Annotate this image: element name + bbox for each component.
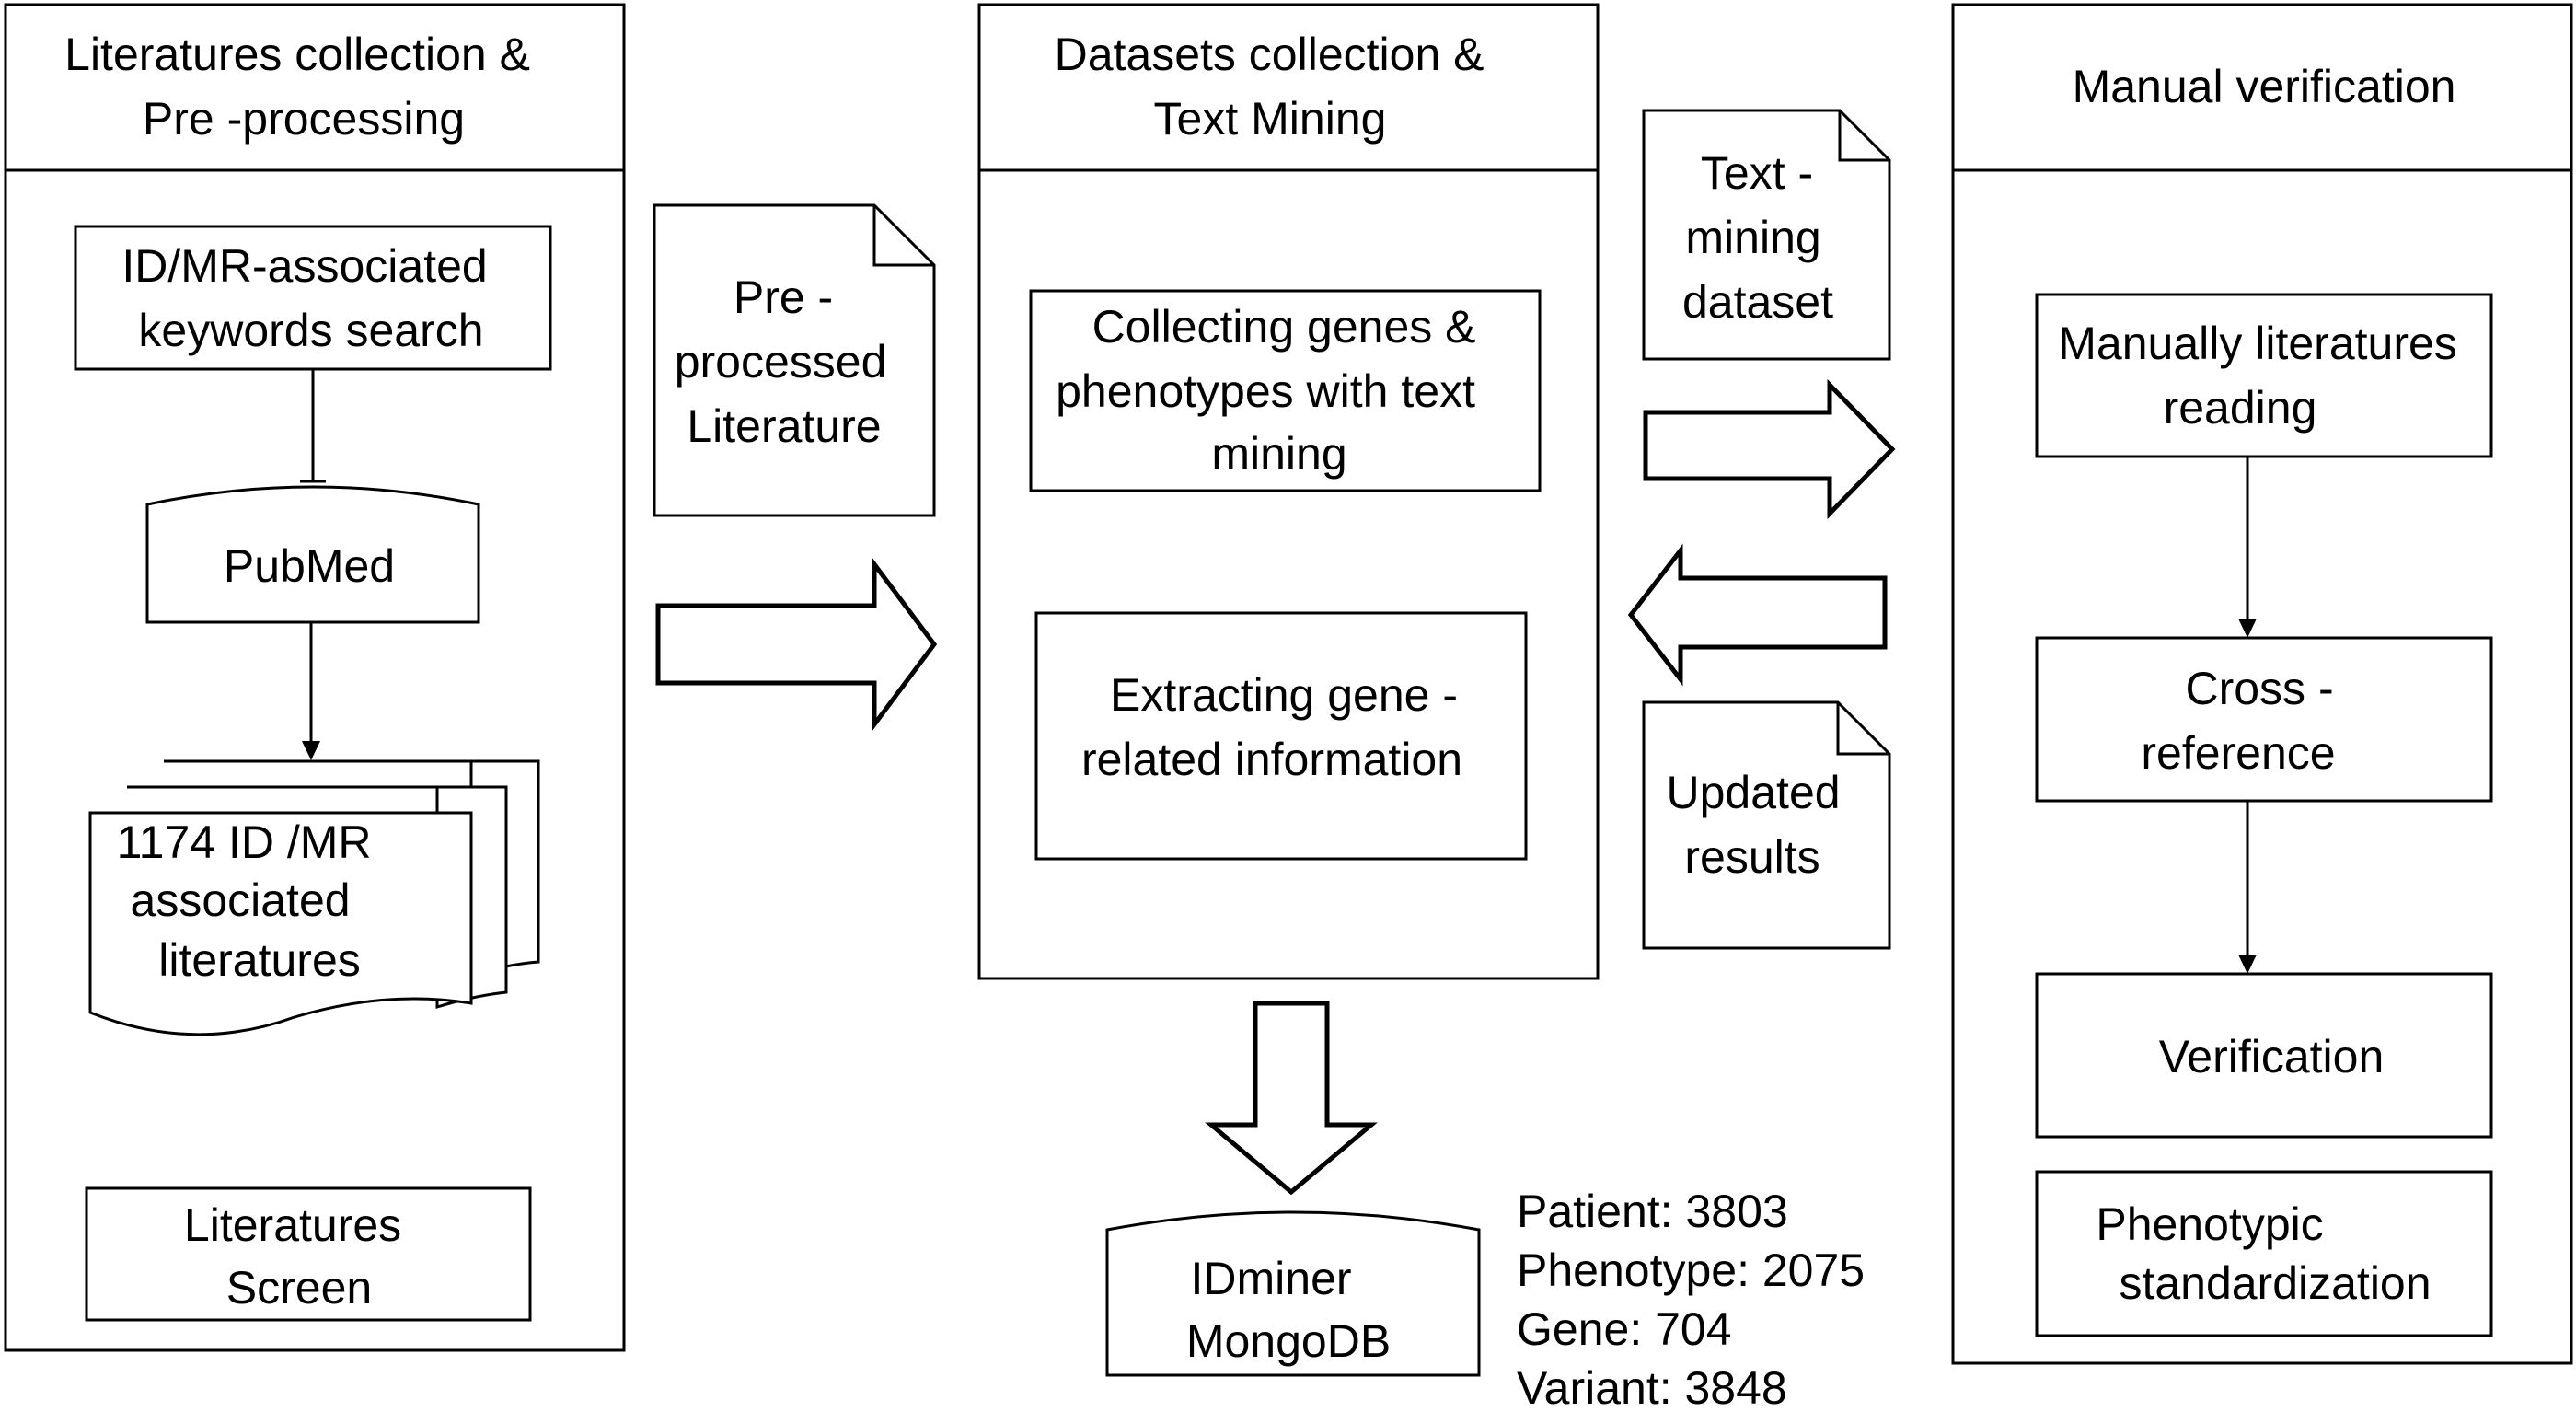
phenotypic-standardization-label: Phenotypic standardization: [2096, 1198, 2431, 1309]
updated-results-document: Updated results: [1642, 700, 1891, 950]
collecting-genes-box: Collecting genes & phenotypes with text …: [1029, 289, 1542, 492]
verification-label: Verification: [2159, 1031, 2385, 1082]
panel-verification-title: Manual verification: [2073, 61, 2456, 112]
arrow-to-verification: [1643, 378, 1896, 520]
literatures-screen-box: Literatures Screen: [85, 1186, 532, 1322]
updated-results-label: Updated results: [1667, 767, 1854, 883]
database-statistics: Patient: 3803 Phenotype: 2075 Gene: 704 …: [1517, 1186, 1877, 1412]
preprocessed-literature-label: Pre - processed Literature: [675, 272, 900, 452]
cross-reference-box: Cross - reference: [2035, 636, 2493, 803]
arrowhead-reading-crossref: [2238, 619, 2257, 638]
extracting-gene-label: Extracting gene - related information: [1081, 669, 1471, 785]
arrow-to-datasets-return: [1627, 543, 1888, 687]
text-mining-dataset-label: Text - mining dataset: [1682, 147, 1834, 328]
cross-reference-label: Cross - reference: [2141, 663, 2346, 779]
idminer-mongodb-database: IDminer MongoDB: [1105, 1210, 1481, 1377]
preprocessed-literature-document: Pre - processed Literature: [653, 203, 936, 517]
phenotypic-standardization-box: Phenotypic standardization: [2035, 1170, 2493, 1337]
panel-datasets-title: Datasets collection & Text Mining: [1055, 29, 1497, 145]
panel-literature-title: Literatures collection & Pre -processing: [64, 29, 543, 145]
arrowhead-pubmed-literatures: [302, 741, 320, 760]
arrow-to-idminer: [1205, 1001, 1378, 1196]
literatures-documents-stack: 1174 ID /MR associated literatures: [88, 759, 540, 1036]
verification-box: Verification: [2035, 972, 2493, 1139]
text-mining-dataset-document: Text - mining dataset: [1642, 109, 1891, 361]
manual-reading-box: Manually literatures reading: [2035, 293, 2493, 458]
pubmed-database: PubMed: [145, 485, 480, 624]
arrowhead-crossref-verification: [2238, 955, 2257, 974]
extracting-gene-box: Extracting gene - related information: [1034, 611, 1528, 861]
idminer-mongodb-label: IDminer MongoDB: [1186, 1253, 1391, 1367]
keywords-search-label: ID/MR-associated keywords search: [121, 240, 500, 356]
literatures-screen-label: Literatures Screen: [184, 1199, 414, 1314]
literatures-documents-label: 1174 ID /MR associated literatures: [117, 816, 385, 986]
arrow-to-datasets: [655, 557, 938, 732]
manual-reading-label: Manually literatures reading: [2058, 318, 2469, 434]
pubmed-label: PubMed: [224, 540, 395, 592]
panel-literature: Literatures collection & Pre -processing: [4, 3, 626, 1352]
collecting-genes-label: Collecting genes & phenotypes with text …: [1056, 301, 1488, 480]
keywords-search-box: ID/MR-associated keywords search: [74, 225, 552, 371]
